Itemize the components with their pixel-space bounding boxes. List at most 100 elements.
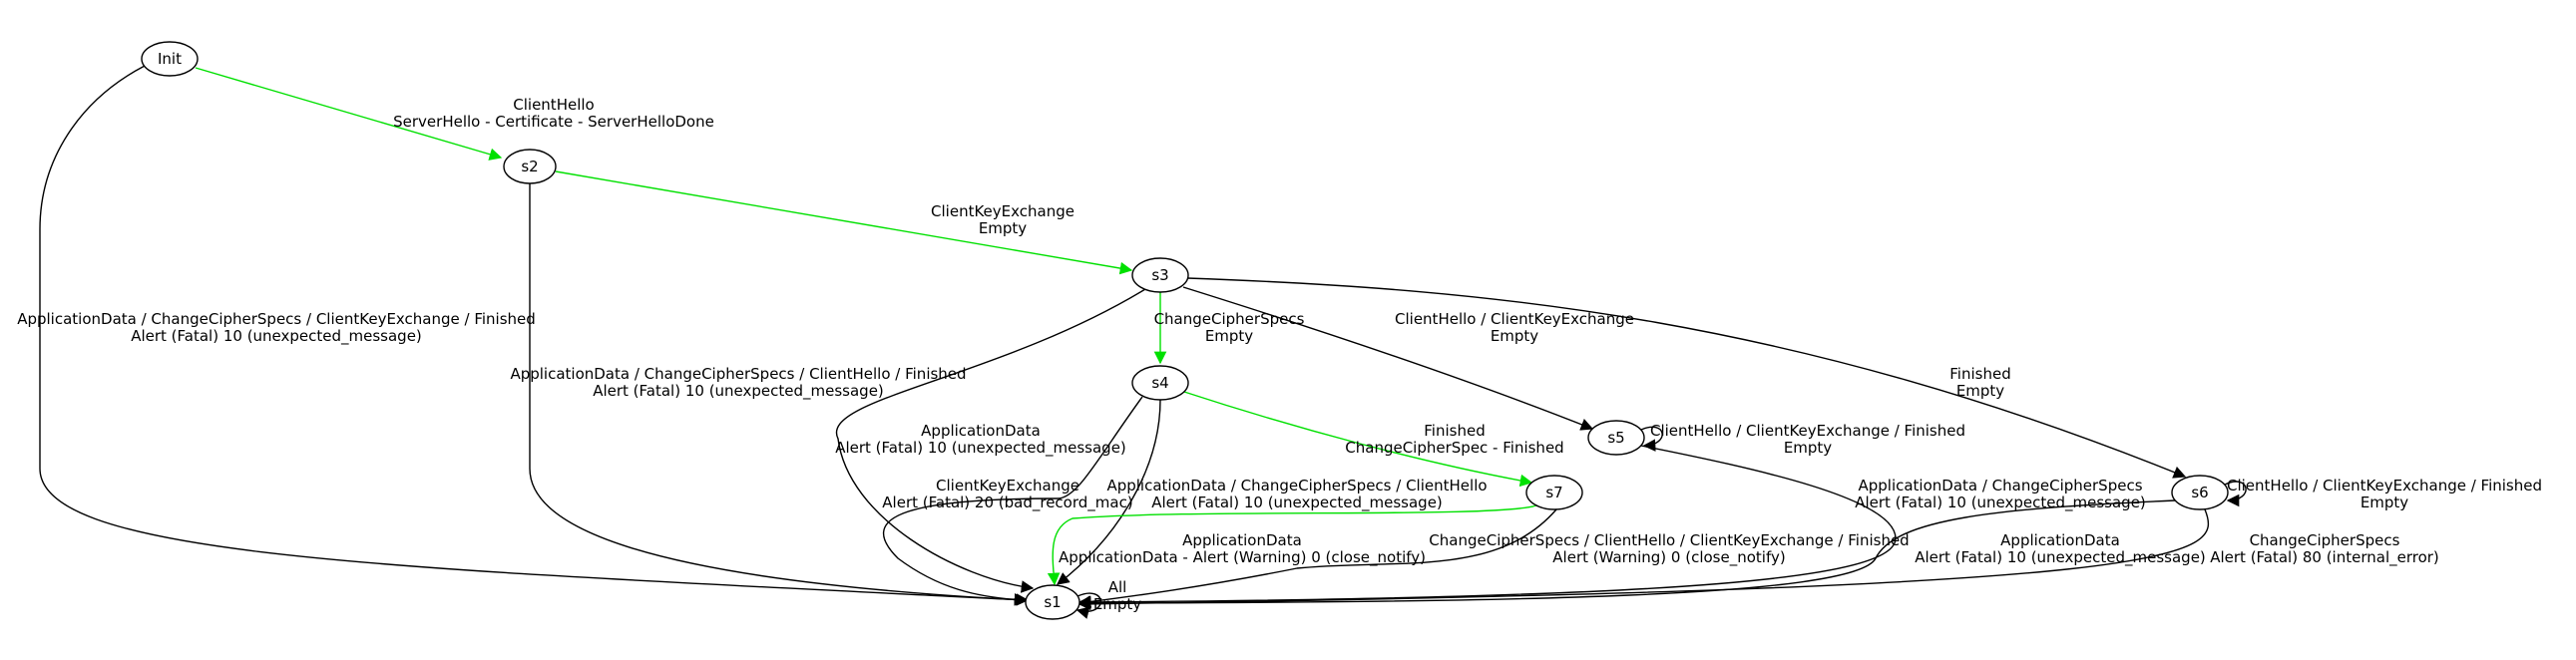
transition-s2-to-s3: [555, 170, 1133, 275]
transition-Init-to-s2: [195, 67, 503, 161]
transition-s7-to-s1: [1077, 508, 1557, 608]
transition-arrow: [39, 65, 1028, 606]
state-node-s5: s5: [1587, 420, 1645, 456]
transition-input-label: ClientHello / ClientKeyExchange / Finish…: [2227, 477, 2542, 495]
transition-input-label: ChangeCipherSpecs / ClientHello / Client…: [1429, 531, 1909, 549]
state-node-s2: s2: [503, 149, 557, 184]
transition-input-label: ClientHello / ClientKeyExchange: [1395, 310, 1634, 328]
transition-arrow: [1057, 399, 1161, 585]
transition-input-label: ApplicationData / ChangeCipherSpecs: [1858, 477, 2142, 495]
transition-s3-to-s1: [835, 288, 1146, 593]
state-label: s1: [1044, 593, 1061, 611]
transition-output-label: ServerHello - Certificate - ServerHelloD…: [393, 113, 714, 131]
transition-arrow: [1186, 277, 2187, 479]
state-node-s7: s7: [1525, 475, 1583, 510]
state-label: s2: [521, 158, 538, 175]
transition-input-label: ApplicationData / ChangeCipherSpecs / Cl…: [17, 310, 536, 328]
state-node-s1: s1: [1025, 584, 1080, 620]
transition-s2-to-s1: [529, 183, 1028, 606]
transition-output-label: Empty: [1956, 382, 2004, 400]
transition-output-label: Alert (Fatal) 10 (unexpected_message): [835, 439, 1126, 458]
transition-s6-to-s6: [2224, 481, 2247, 507]
transition-s3-to-s6: [1186, 277, 2187, 479]
state-ellipse: [141, 41, 199, 77]
transition-s4-to-s1: [1057, 399, 1161, 585]
state-ellipse: [503, 149, 557, 184]
transition-output-label: Alert (Fatal) 10 (unexpected_message): [1855, 494, 2146, 512]
transition-input-label: ApplicationData / ChangeCipherSpecs / Cl…: [1106, 477, 1487, 495]
state-ellipse: [1525, 475, 1583, 510]
transition-input-label: ClientHello / ClientKeyExchange / Finish…: [1650, 422, 1965, 440]
transition-s1-to-s1: [1075, 592, 1101, 619]
transition-output-label: Empty: [1491, 327, 1538, 345]
transition-input-label: ClientKeyExchange: [936, 477, 1079, 495]
state-ellipse: [1587, 420, 1645, 456]
transition-arrow: [1077, 499, 2176, 610]
state-node-s3: s3: [1131, 257, 1189, 293]
transition-s5-to-s5: [1640, 426, 1663, 452]
transition-arrow: [1047, 504, 1537, 586]
transition-Init-to-s1: [39, 65, 1028, 606]
transition-output-label: Empty: [1093, 595, 1141, 613]
transition-output-label: Alert (Fatal) 10 (unexpected_message): [593, 382, 884, 401]
transition-arrow: [555, 170, 1133, 275]
transition-output-label: Alert (Fatal) 10 (unexpected_message): [131, 327, 422, 346]
transition-arrow: [1640, 426, 1663, 452]
transition-input-label: ApplicationData: [2000, 531, 2120, 549]
transition-input-label: ClientHello: [513, 96, 594, 114]
transition-arrow: [195, 67, 503, 161]
transition-input-label: ApplicationData: [921, 422, 1041, 440]
transition-output-label: Empty: [1784, 439, 1832, 457]
transition-arrow: [835, 288, 1146, 593]
transition-output-label: Alert (Fatal) 20 (bad_record_mac): [882, 494, 1132, 512]
transition-s4-to-s7: [1183, 391, 1533, 488]
transition-output-label: Alert (Fatal) 10 (unexpected_message): [1915, 548, 2206, 567]
transition-input-label: Finished: [1424, 422, 1485, 440]
state-node-init: Init: [141, 41, 199, 77]
transition-s7-to-s1: [1047, 504, 1537, 586]
transition-s4-to-s1: [882, 396, 1143, 606]
transition-arrow: [1182, 286, 1594, 431]
transition-s5-to-s1: [1077, 445, 1897, 609]
transition-input-label: ApplicationData / ChangeCipherSpecs / Cl…: [510, 365, 966, 383]
transition-output-label: Alert (Fatal) 80 (internal_error): [2210, 548, 2439, 567]
transition-input-label: ClientKeyExchange: [931, 202, 1074, 220]
transition-input-label: Finished: [1949, 365, 2010, 383]
transition-arrow: [529, 183, 1028, 606]
state-node-s6: s6: [2171, 475, 2229, 510]
transition-output-label: Alert (Warning) 0 (close_notify): [1552, 548, 1785, 567]
transition-output-label: Empty: [1205, 327, 1253, 345]
transition-output-label: ChangeCipherSpec - Finished: [1345, 439, 1563, 457]
transition-output-label: Empty: [2361, 494, 2408, 511]
transition-input-label: ChangeCipherSpecs: [1154, 310, 1305, 328]
state-label: s7: [1545, 484, 1562, 501]
state-label: s5: [1607, 429, 1624, 447]
transition-input-label: ApplicationData: [1182, 531, 1302, 549]
transition-arrow: [1183, 391, 1533, 488]
state-label: Init: [158, 50, 182, 68]
state-node-s4: s4: [1131, 365, 1189, 401]
transition-input-label: All: [1108, 578, 1127, 596]
state-ellipse: [1025, 584, 1080, 620]
transition-arrow: [1077, 445, 1897, 609]
state-label: s4: [1151, 374, 1168, 392]
transition-arrow: [1077, 508, 1557, 608]
transition-input-label: ChangeCipherSpecs: [2250, 531, 2400, 549]
transition-arrow: [1077, 508, 2210, 611]
transition-arrow: [882, 396, 1143, 606]
transition-s3-to-s5: [1182, 286, 1594, 431]
state-ellipse: [2171, 475, 2229, 510]
transition-output-label: ApplicationData - Alert (Warning) 0 (clo…: [1059, 548, 1426, 567]
transition-output-label: Alert (Fatal) 10 (unexpected_message): [1151, 494, 1443, 512]
state-ellipse: [1131, 365, 1189, 401]
transition-s6-to-s1: [1077, 508, 2210, 611]
state-label: s3: [1151, 266, 1168, 284]
transition-arrow: [1075, 592, 1101, 619]
transition-output-label: Empty: [979, 219, 1027, 237]
transition-s6-to-s1: [1077, 499, 2176, 610]
state-ellipse: [1131, 257, 1189, 293]
transition-arrow: [2224, 481, 2247, 507]
state-label: s6: [2191, 484, 2208, 501]
